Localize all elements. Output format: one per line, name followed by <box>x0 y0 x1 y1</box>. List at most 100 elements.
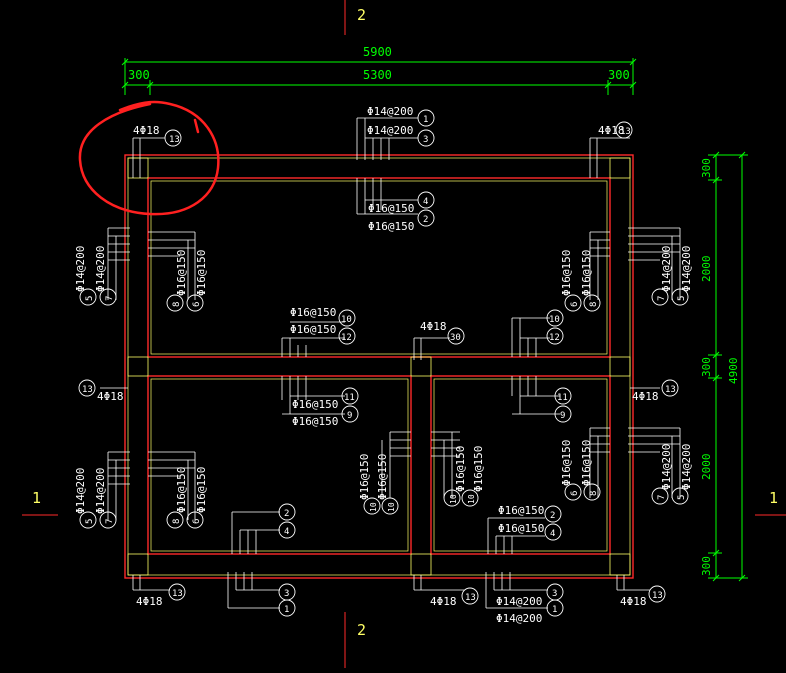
bottom-right-line2: Φ14@200 <box>496 612 542 625</box>
tag-circles <box>78 109 689 617</box>
left-room-upper-tag1: 8 <box>172 302 182 307</box>
mid-center-tag2: 12 <box>341 333 352 343</box>
axis-label-bottom: 2 <box>357 621 366 639</box>
mid-right-tag2: 12 <box>549 333 560 343</box>
dim-top-middle: 5300 <box>363 68 392 82</box>
top-dimensions <box>121 58 637 95</box>
dim-right-seg-4: 2000 <box>700 454 713 481</box>
top-inner-tag1: 4 <box>423 197 428 207</box>
top-wall-tag2: 3 <box>423 135 428 145</box>
corner-br-tag: 13 <box>652 591 663 601</box>
left-lower-tag1: 5 <box>85 519 95 524</box>
dim-top-right: 300 <box>608 68 630 82</box>
mid-center-line1: Φ16@150 <box>290 306 336 319</box>
center-right-line1: Φ16@150 <box>454 446 467 492</box>
left-lower-tag2: 7 <box>105 519 115 524</box>
left-room-wall <box>147 375 412 555</box>
mid-right-tag1: 10 <box>549 315 560 325</box>
top-wall-line2: Φ14@200 <box>367 124 413 137</box>
dim-right-total: 4900 <box>727 358 740 385</box>
right-upper-line2: Φ14@200 <box>680 246 693 292</box>
right-room-upper-line1: Φ16@150 <box>560 250 573 296</box>
right-lower-line2: Φ14@200 <box>680 444 693 490</box>
mid-center-tag1: 10 <box>341 315 352 325</box>
bottom-left-tag2: 1 <box>284 605 289 615</box>
right-room-lower-line1: Φ16@150 <box>560 440 573 486</box>
right-upper-tag1: 7 <box>657 296 667 301</box>
axis-lines <box>22 0 786 668</box>
walls <box>124 154 634 579</box>
axis-label-right: 1 <box>769 489 778 507</box>
left-room-upper-line2: Φ16@150 <box>195 250 208 296</box>
corner-mr-tag: 13 <box>665 385 676 395</box>
center-left-tag1: 10 <box>369 502 378 512</box>
right-bottom-line2: Φ16@150 <box>498 522 544 535</box>
right-dimensions <box>708 151 748 582</box>
dim-top-total: 5900 <box>363 45 392 59</box>
dim-right-seg-1: 300 <box>700 158 713 178</box>
right-upper-tag2: 5 <box>677 296 687 301</box>
corner-tl-text: 4Φ18 <box>133 124 160 137</box>
axis-label-left: 1 <box>32 489 41 507</box>
right-beam-tag1: 11 <box>557 393 568 403</box>
dim-top-left: 300 <box>128 68 150 82</box>
right-room-lower-tag2: 8 <box>589 491 599 496</box>
right-lower-line1: Φ14@200 <box>660 444 673 490</box>
left-lower-line1: Φ14@200 <box>74 468 87 514</box>
left-room-lower-tag1: 8 <box>172 519 182 524</box>
right-room-lower-line2: Φ16@150 <box>580 440 593 486</box>
corner-center-tag: 30 <box>450 333 461 343</box>
corner-ml-tag: 13 <box>82 385 93 395</box>
left-beam-tag1: 11 <box>344 393 355 403</box>
left-upper-tag2: 7 <box>105 296 115 301</box>
left-beam-tag2: 9 <box>347 411 352 421</box>
left-bottom-tag2: 4 <box>284 527 289 537</box>
left-beam-line1: Φ16@150 <box>292 398 338 411</box>
bottom-right-tag2: 1 <box>552 605 557 615</box>
corner-bm-tag: 13 <box>465 593 476 603</box>
right-room-upper-line2: Φ16@150 <box>580 250 593 296</box>
center-left-line2: Φ16@150 <box>376 454 389 500</box>
bottom-left-tag1: 3 <box>284 589 289 599</box>
left-upper-line1: Φ14@200 <box>74 246 87 292</box>
right-beam-tag2: 9 <box>560 411 565 421</box>
right-room-upper-tag2: 8 <box>589 302 599 307</box>
corner-mr-text: 4Φ18 <box>632 390 659 403</box>
left-room-upper-line1: Φ16@150 <box>175 250 188 296</box>
left-room-lower-line2: Φ16@150 <box>195 467 208 513</box>
left-lower-line2: Φ14@200 <box>94 468 107 514</box>
left-upper-tag1: 5 <box>85 296 95 301</box>
bottom-right-line1: Φ14@200 <box>496 595 542 608</box>
dim-right-seg-5: 300 <box>700 556 713 576</box>
left-room-lower-line1: Φ16@150 <box>175 467 188 513</box>
center-right-tag1: 10 <box>449 494 458 504</box>
left-room-lower-tag2: 6 <box>192 519 202 524</box>
top-inner-tag2: 2 <box>423 215 428 225</box>
right-room-wall <box>430 375 611 555</box>
left-room-upper-tag2: 6 <box>192 302 202 307</box>
right-lower-tag2: 5 <box>677 495 687 500</box>
top-inner-line2: Φ16@150 <box>368 220 414 233</box>
top-wall-tag1: 1 <box>423 115 428 125</box>
corner-tr-tag: 13 <box>620 127 631 137</box>
left-bottom-tag1: 2 <box>284 509 289 519</box>
top-wall-line1: Φ14@200 <box>367 105 413 118</box>
corner-tl-tag: 13 <box>169 135 180 145</box>
corner-center-text: 4Φ18 <box>420 320 447 333</box>
right-room-upper-tag1: 6 <box>570 302 580 307</box>
left-beam-line2: Φ16@150 <box>292 415 338 428</box>
center-right-tag2: 10 <box>467 494 476 504</box>
center-right-line2: Φ16@150 <box>472 446 485 492</box>
right-room-lower-tag1: 6 <box>570 491 580 496</box>
mid-center-line2: Φ16@150 <box>290 323 336 336</box>
corner-bl-tag: 13 <box>172 589 183 599</box>
right-lower-tag1: 7 <box>657 495 667 500</box>
top-inner-line1: Φ16@150 <box>368 202 414 215</box>
right-upper-line1: Φ14@200 <box>660 246 673 292</box>
bottom-right-tag1: 3 <box>552 589 557 599</box>
right-bottom-tag2: 4 <box>550 529 555 539</box>
center-left-line1: Φ16@150 <box>358 454 371 500</box>
right-bottom-tag1: 2 <box>550 511 555 521</box>
outer-wall <box>124 154 634 579</box>
